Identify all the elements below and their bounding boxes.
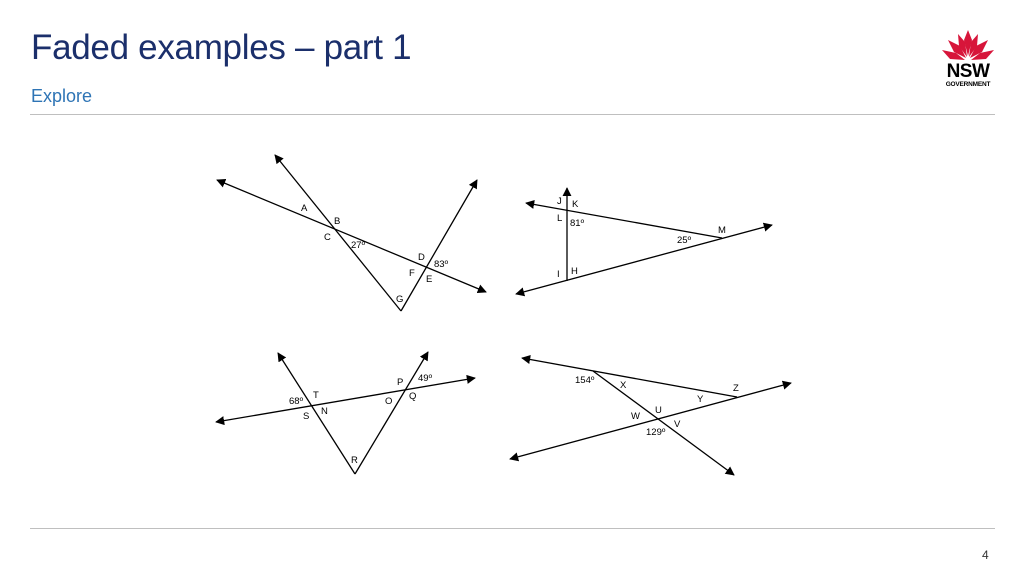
slide-subtitle: Explore — [31, 86, 93, 106]
label-g: G — [396, 294, 403, 305]
diagram-1 — [216, 154, 487, 312]
angle-27: 27º — [351, 240, 366, 251]
bottom-divider — [30, 528, 995, 529]
diagram-3-labels: P 49º T 68º S N O Q R — [289, 373, 433, 466]
label-q: Q — [409, 391, 416, 402]
label-m: M — [718, 225, 726, 236]
label-h: H — [571, 266, 578, 277]
nsw-logo-text: NSW — [946, 61, 990, 82]
diagram1-line-bg — [274, 154, 402, 312]
angle-129: 129º — [646, 427, 666, 438]
diagram3-line-horizontal — [215, 374, 476, 426]
label-j: J — [557, 196, 562, 207]
nsw-waratah-icon — [942, 30, 994, 60]
label-s: S — [303, 411, 309, 422]
label-y: Y — [697, 394, 704, 405]
angle-154: 154º — [575, 375, 595, 386]
label-r: R — [351, 455, 358, 466]
label-o: O — [385, 396, 392, 407]
label-n: N — [321, 406, 328, 417]
label-t: T — [313, 390, 319, 401]
slide-title: Faded examples – part 1 — [31, 28, 412, 67]
label-z: Z — [733, 383, 739, 394]
label-x: X — [620, 380, 627, 391]
label-u: U — [655, 405, 662, 416]
label-c: C — [324, 232, 331, 243]
diagram3-line-right — [354, 351, 429, 475]
label-f: F — [409, 268, 415, 279]
angle-49: 49º — [418, 373, 433, 384]
diagram4-line-top — [521, 354, 738, 398]
diagram-4 — [509, 354, 792, 476]
label-p: P — [397, 377, 403, 388]
label-w: W — [631, 411, 640, 422]
label-e: E — [426, 274, 432, 285]
government-logo-text: GOVERNMENT — [945, 81, 991, 88]
diagram-4-labels: 154º X Z Y W U V 129º — [575, 375, 739, 438]
diagram4-line-bottom — [509, 380, 792, 462]
label-i: I — [557, 269, 560, 280]
diagram1-line-dg — [400, 179, 478, 312]
diagram4-transversal — [592, 370, 735, 476]
label-b: B — [334, 216, 340, 227]
diagram-1-labels: A B C 27º D 83º F E G — [301, 203, 449, 305]
angle-83: 83º — [434, 259, 449, 270]
label-l: L — [557, 213, 562, 224]
label-v: V — [674, 419, 681, 430]
top-divider — [30, 114, 995, 115]
angle-25: 25º — [677, 235, 692, 246]
label-a: A — [301, 203, 308, 214]
diagram-3 — [215, 351, 476, 475]
label-k: K — [572, 199, 579, 210]
angle-81: 81º — [570, 218, 585, 229]
diagram-2 — [515, 187, 773, 297]
diagram-2-labels: J K L 81º M 25º I H — [557, 196, 726, 280]
angle-68: 68º — [289, 396, 304, 407]
label-d: D — [418, 252, 425, 263]
diagram2-line-top — [525, 199, 723, 239]
diagram1-line-ae — [216, 178, 487, 294]
page-number: 4 — [982, 548, 989, 562]
diagram2-line-bottom — [515, 222, 773, 297]
diagram3-line-left — [277, 352, 356, 475]
